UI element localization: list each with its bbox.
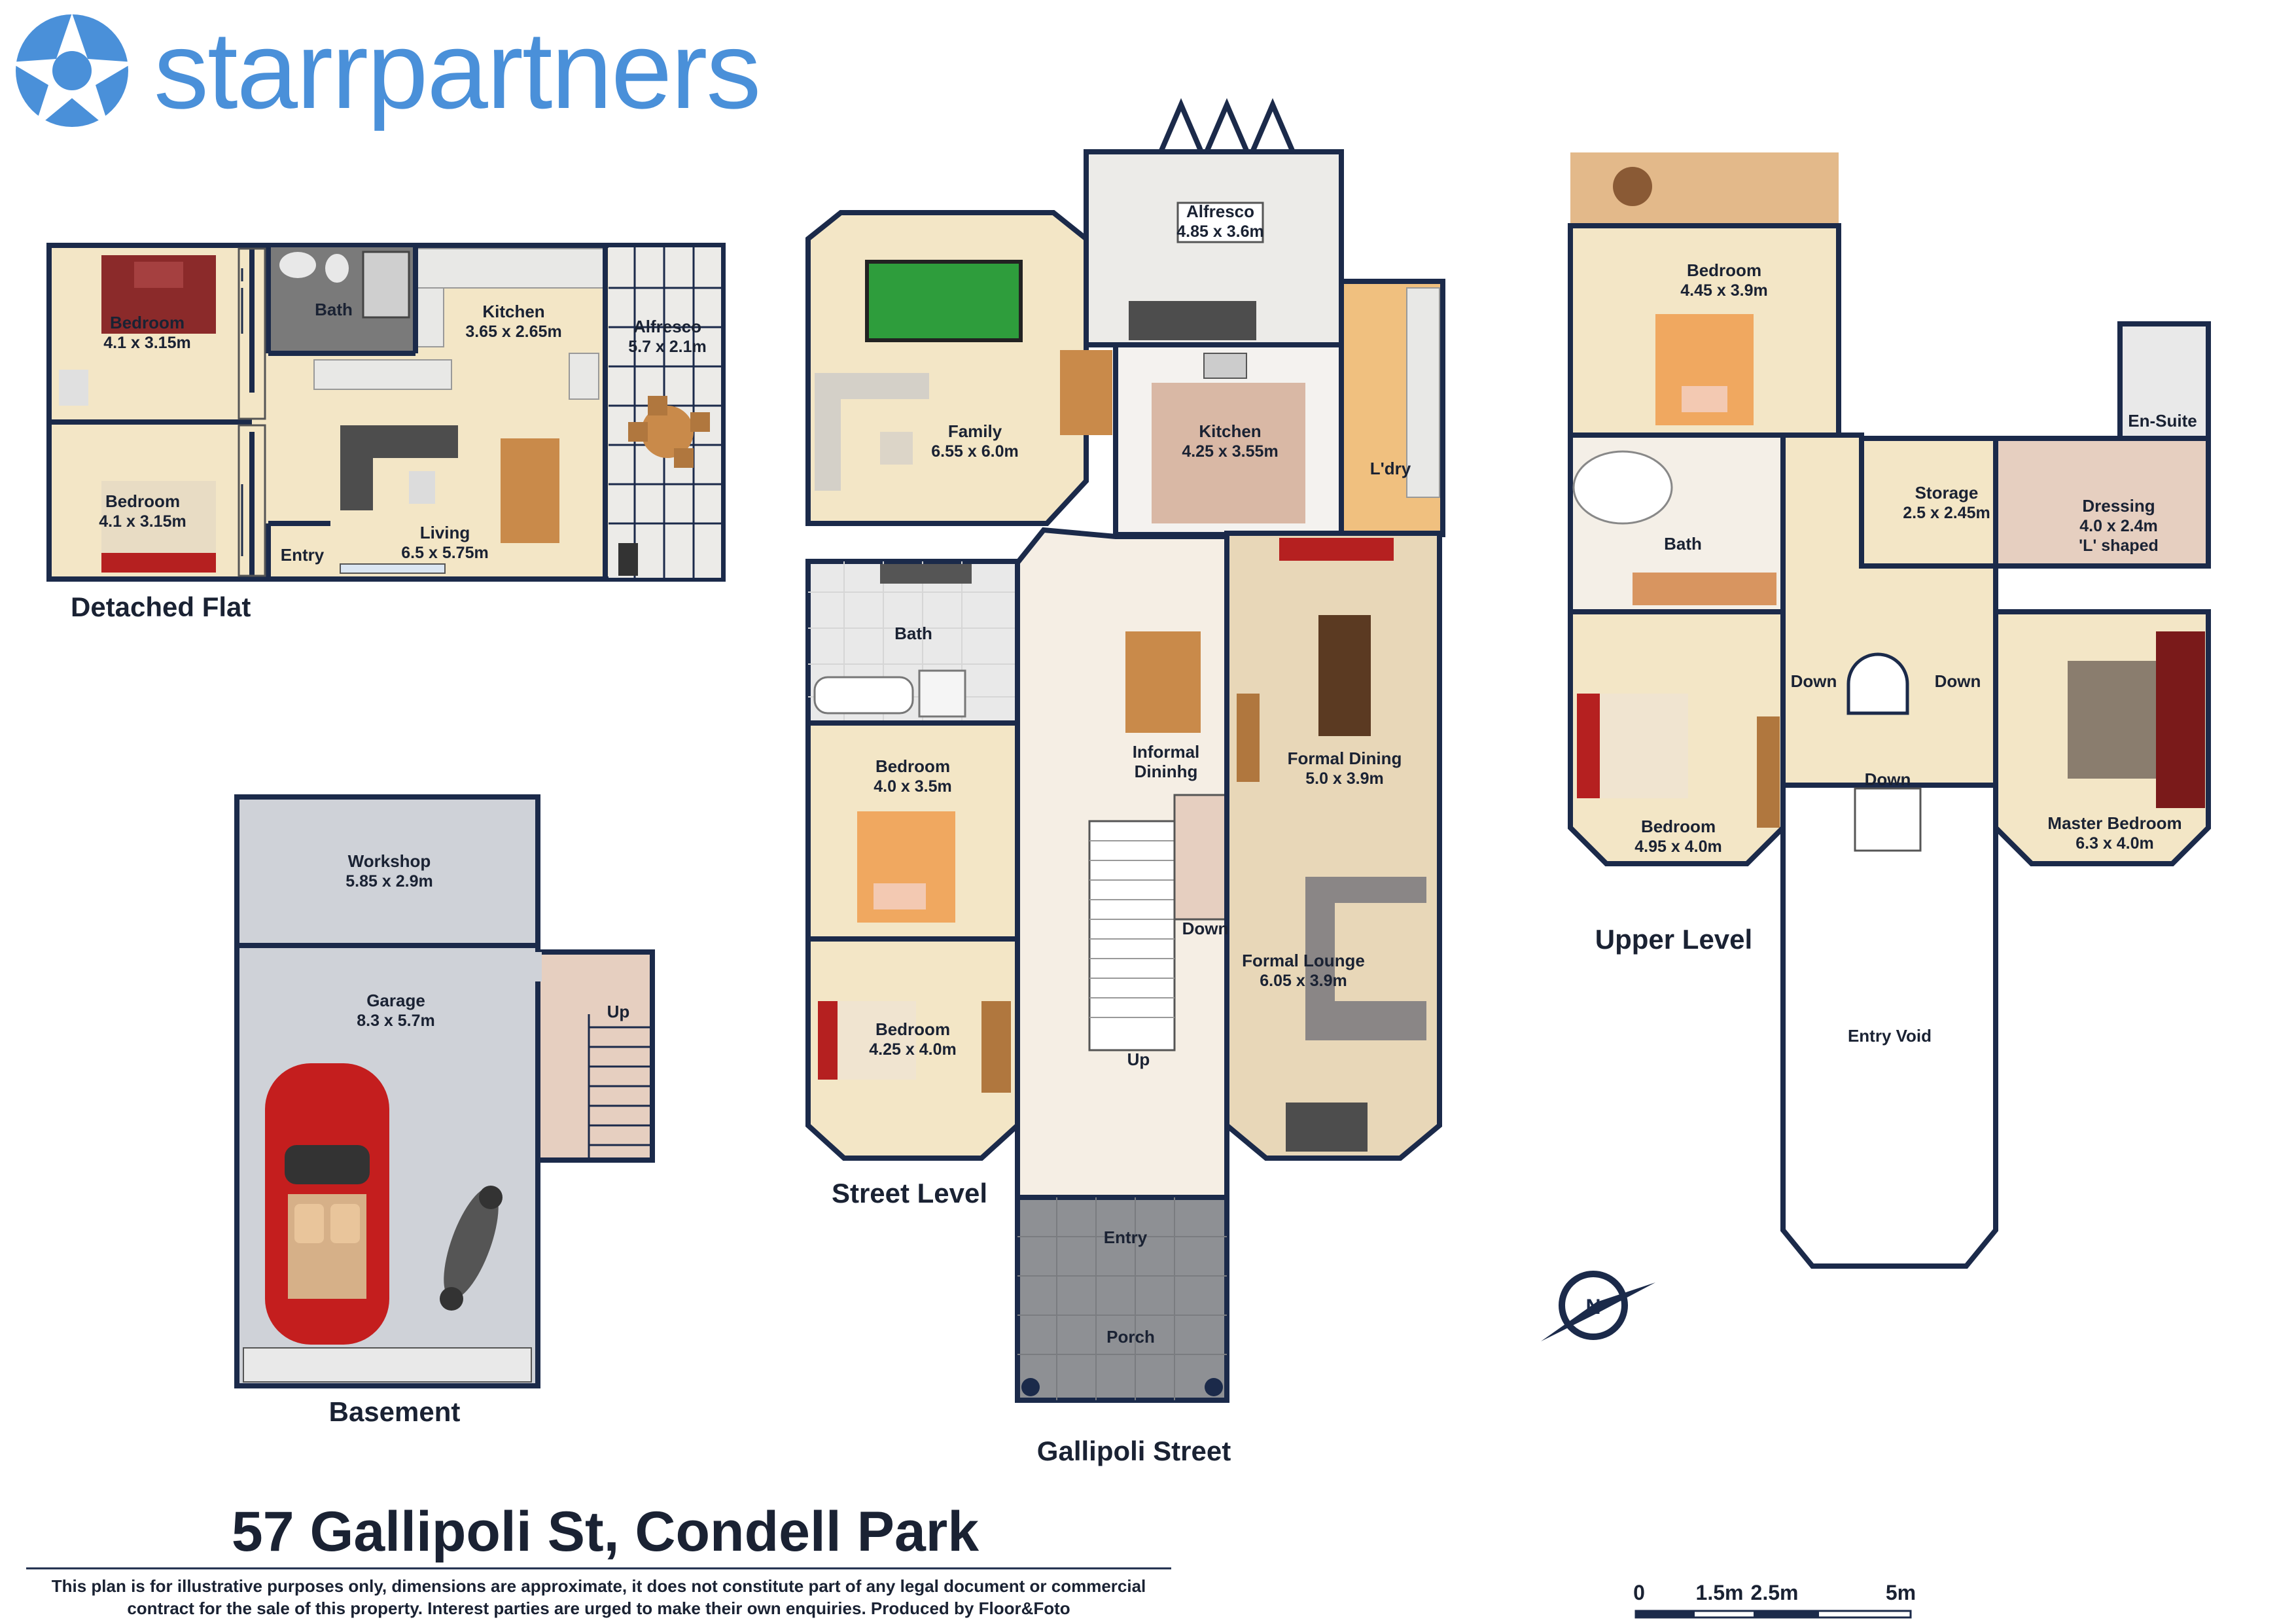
room-dimensions: 5.7 x 2.1m: [628, 338, 707, 356]
room-name: Entry: [1104, 1227, 1148, 1247]
car-icon: [265, 1063, 389, 1345]
room-name: Dressing: [2082, 496, 2155, 516]
upper-level-plan: Bedroom 4.45 x 3.9m En-Suite Storage 2.5…: [1568, 152, 2211, 1269]
room-dimensions: 4.0 x 2.4m: [2079, 517, 2158, 535]
room-name: Entry Void: [1848, 1026, 1932, 1046]
room-dimensions: 6.3 x 4.0m: [2075, 834, 2154, 853]
room-name: Family: [948, 421, 1002, 441]
room-name: Kitchen: [482, 302, 544, 321]
room-name: L'dry: [1370, 459, 1411, 478]
disclaimer-line: contract for the sale of this property. …: [127, 1598, 1070, 1618]
compass-letter: N: [1585, 1295, 1600, 1318]
stair-label: Down: [1182, 919, 1229, 938]
disclaimer-line: This plan is for illustrative purposes o…: [52, 1576, 1146, 1596]
room-name: Garage: [366, 991, 425, 1010]
motorbike-icon: [440, 1186, 503, 1311]
room-name: Formal Lounge: [1242, 951, 1365, 970]
level-title: Street Level: [832, 1178, 987, 1209]
scale-tick: 2.5m: [1751, 1581, 1799, 1604]
room-name: Kitchen: [1199, 421, 1261, 441]
room-name: Living: [420, 523, 470, 542]
room-dimensions: 2.5 x 2.45m: [1903, 504, 1990, 522]
scale-bar: 0 1.5m 2.5m 5m: [1633, 1581, 1916, 1619]
room-dimensions: 5.0 x 3.9m: [1305, 769, 1384, 788]
room-dimensions: 4.0 x 3.5m: [874, 777, 952, 796]
scale-tick: 1.5m: [1696, 1581, 1744, 1604]
room-dimensions: 6.05 x 3.9m: [1260, 972, 1347, 990]
starr-logo-icon: [10, 13, 134, 130]
room-name: Porch: [1106, 1327, 1155, 1347]
room-name: Storage: [1915, 483, 1979, 503]
level-title: Detached Flat: [71, 591, 251, 622]
stair-label: Up: [607, 1002, 630, 1021]
basement-plan: Workshop 5.85 x 2.9m Garage 8.3 x 5.7m U…: [234, 794, 655, 1427]
room-name: Master Bedroom: [2047, 813, 2181, 833]
room-name: Informal: [1133, 742, 1200, 762]
stair-label: Up: [1127, 1050, 1150, 1069]
detached-flat-plan: Bedroom 4.1 x 3.15m Bedroom 4.1 x 3.15m …: [46, 243, 726, 622]
room-note: 'L' shaped: [2079, 537, 2159, 555]
room-dimensions: 8.3 x 5.7m: [357, 1012, 435, 1030]
room-name: Bedroom: [105, 491, 180, 511]
room-dimensions: 4.1 x 3.15m: [99, 512, 186, 531]
room-dimensions: 6.55 x 6.0m: [931, 442, 1018, 461]
room-dimensions: 4.85 x 3.6m: [1176, 222, 1263, 241]
room-name: Bedroom: [1687, 260, 1761, 280]
room-name: Bath: [894, 624, 932, 643]
room-name: Entry: [281, 545, 325, 565]
level-title: Upper Level: [1595, 924, 1752, 955]
logo-text: starrpartners: [154, 9, 760, 132]
room-dimensions: 4.25 x 4.0m: [869, 1040, 956, 1059]
stair-label: Down: [1791, 671, 1837, 691]
room-name: Alfresco: [1186, 202, 1254, 221]
room-dimensions: 5.85 x 2.9m: [345, 872, 433, 891]
room-dimensions: 4.45 x 3.9m: [1680, 281, 1767, 300]
scale-tick: 0: [1633, 1581, 1645, 1604]
stair-label: Down: [1865, 769, 1911, 789]
room-name: En-Suite: [2128, 411, 2197, 431]
room-name: Formal Dining: [1288, 749, 1402, 768]
room-dimensions: 4.25 x 3.55m: [1182, 442, 1278, 461]
property-address: 57 Gallipoli St, Condell Park: [232, 1500, 979, 1563]
street-label: Gallipoli Street: [1037, 1436, 1231, 1466]
room-name: Bedroom: [875, 1019, 950, 1039]
north-arrow-icon: N: [1541, 1271, 1655, 1341]
brand-logo: starrpartners: [10, 9, 761, 132]
room-dimensions: 4.1 x 3.15m: [103, 334, 190, 352]
room-name: Alfresco: [633, 317, 701, 336]
room-name: Bath: [1664, 534, 1702, 554]
level-title: Basement: [329, 1396, 461, 1427]
room-dimensions: 3.65 x 2.65m: [465, 323, 561, 341]
room-name: Bedroom: [875, 756, 950, 776]
room-name: Dininhg: [1135, 762, 1198, 781]
stair-label: Down: [1935, 671, 1981, 691]
room-name: Bedroom: [110, 313, 185, 332]
room-name: Bedroom: [1641, 817, 1716, 836]
street-level-plan: Alfresco 4.85 x 3.6m Family 6.55 x 6.0m …: [805, 97, 1445, 1466]
scale-tick: 5m: [1886, 1581, 1916, 1604]
room-dimensions: 4.95 x 4.0m: [1634, 838, 1722, 856]
room-name: Workshop: [348, 851, 431, 871]
room-name: Bath: [315, 300, 353, 319]
room-dimensions: 6.5 x 5.75m: [401, 544, 488, 562]
